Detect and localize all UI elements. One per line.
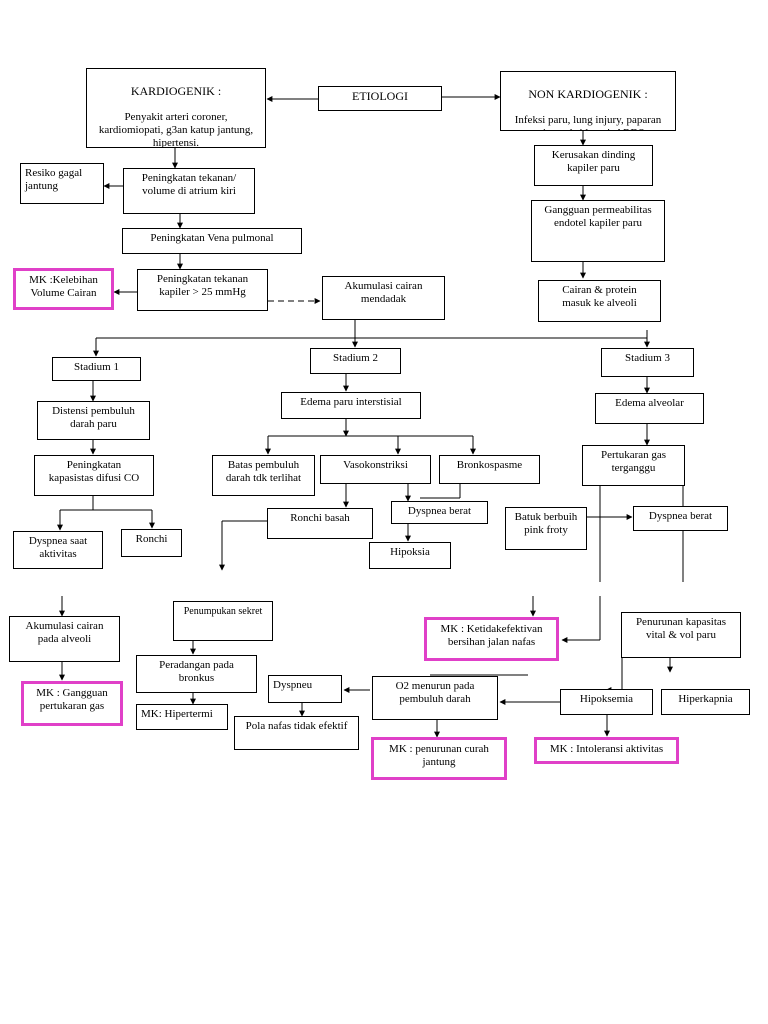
dyspnea-berat-box-2: Dyspnea berat: [633, 506, 728, 531]
non-kardiogenik-title: NON KARDIOGENIK :: [528, 87, 648, 101]
gangguan-permeabilitas-box: Gangguan permeabilitas endotel kapiler p…: [531, 200, 665, 262]
akumulasi-mendadak-box: Akumulasi cairan mendadak: [322, 276, 445, 320]
distensi-box: Distensi pembuluh darah paru: [37, 401, 150, 440]
ronchi-basah-box: Ronchi basah: [267, 508, 373, 539]
dyspneu-box: Dyspneu: [268, 675, 342, 703]
edema-alveolar-box: Edema alveolar: [595, 393, 704, 424]
mk-kelebihan-volume-box: MK :Kelebihan Volume Cairan: [13, 268, 114, 310]
akumulasi-alveoli-box: Akumulasi cairan pada alveoli: [9, 616, 120, 662]
mk-penurunan-curah-jantung-box: MK : penurunan curah jantung: [371, 737, 507, 780]
hipoksia-box: Hipoksia: [369, 542, 451, 569]
penumpukan-sekret-box: Penumpukan sekret: [173, 601, 273, 641]
stadium-3-box: Stadium 3: [601, 348, 694, 377]
stadium-1-box: Stadium 1: [52, 357, 141, 381]
cairan-protein-box: Cairan & protein masuk ke alveoli: [538, 280, 661, 322]
peradangan-bronkus-box: Peradangan pada bronkus: [136, 655, 257, 693]
batas-pembuluh-box: Batas pembuluh darah tdk terlihat: [212, 455, 315, 496]
mk-hipertermi-box: MK: Hipertermi: [136, 704, 228, 730]
etiologi-box: ETIOLOGI: [318, 86, 442, 111]
kerusakan-dinding-box: Kerusakan dinding kapiler paru: [534, 145, 653, 186]
non-kardiogenik-causes: Infeksi paru, lung injury, paparan toxic…: [514, 114, 662, 130]
peningkatan-tekanan-volume-box: Peningkatan tekanan/ volume di atrium ki…: [123, 168, 255, 214]
stadium-2-box: Stadium 2: [310, 348, 401, 374]
mk-gangguan-pertukaran-gas-box: MK : Gangguan pertukaran gas: [21, 681, 123, 726]
batuk-berbuih-box: Batuk berbuih pink froty: [505, 507, 587, 550]
ronchi-box: Ronchi: [121, 529, 182, 557]
mk-ketidakefektivan-box: MK : Ketidakefektivan bersihan jalan naf…: [424, 617, 559, 661]
kardiogenik-causes: Penyakit arteri coroner, kardiomiopati, …: [98, 111, 254, 148]
bronkospasme-box: Bronkospasme: [439, 455, 540, 484]
mk-intoleransi-aktivitas-box: MK : Intoleransi aktivitas: [534, 737, 679, 764]
kardiogenik-title: KARDIOGENIK :: [130, 84, 222, 98]
o2-menurun-box: O2 menurun pada pembuluh darah: [372, 676, 498, 720]
peningkatan-vena-box: Peningkatan Vena pulmonal: [122, 228, 302, 254]
resiko-gagal-jantung-box: Resiko gagal jantung: [20, 163, 104, 204]
peningkatan-kapiler-box: Peningkatan tekanan kapiler > 25 mmHg: [137, 269, 268, 311]
hipoksemia-box: Hipoksemia: [560, 689, 653, 715]
dyspnea-berat-box-1: Dyspnea berat: [391, 501, 488, 524]
vasokonstriksi-box: Vasokonstriksi: [320, 455, 431, 484]
hiperkapnia-box: Hiperkapnia: [661, 689, 750, 715]
non-kardiogenik-box: NON KARDIOGENIK : Infeksi paru, lung inj…: [500, 71, 676, 131]
kapasitas-difusi-box: Peningkatan kapasistas difusi CO: [34, 455, 154, 496]
pertukaran-gas-terganggu-box: Pertukaran gas terganggu: [582, 445, 685, 486]
kardiogenik-box: KARDIOGENIK : Penyakit arteri coroner, k…: [86, 68, 266, 148]
penurunan-kapasitas-box: Penurunan kapasitas vital & vol paru: [621, 612, 741, 658]
dyspnea-aktivitas-box: Dyspnea saat aktivitas: [13, 531, 103, 569]
edema-interstisial-box: Edema paru interstisial: [281, 392, 421, 419]
pola-nafas-box: Pola nafas tidak efektif: [234, 716, 359, 750]
